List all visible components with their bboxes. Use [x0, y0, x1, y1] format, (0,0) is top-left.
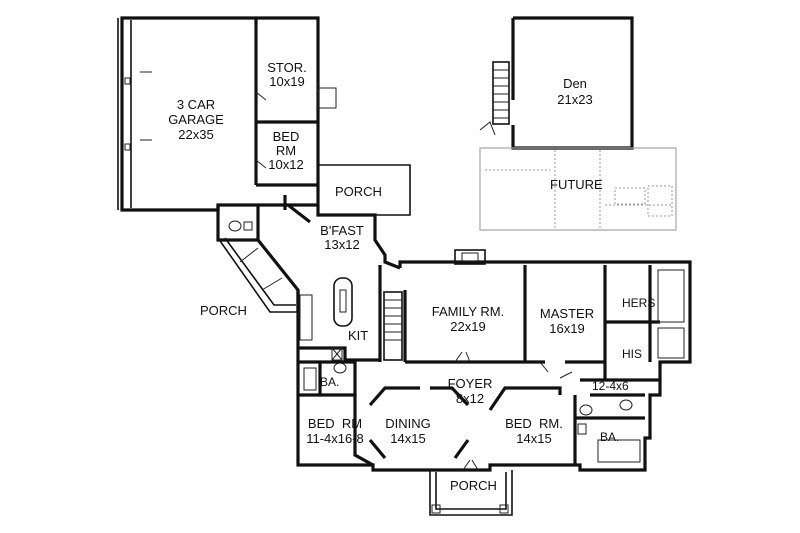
storage-label: STOR. 10x19	[258, 61, 316, 89]
bed-left-label: BED RM 11-4x16-8	[298, 416, 372, 446]
breakfast-name: B'FAST	[320, 223, 364, 238]
main-house-walls	[296, 249, 692, 472]
kitchen-label: KIT	[348, 328, 369, 343]
dining-name: DINING	[385, 416, 431, 431]
porch-front-label: PORCH	[450, 478, 497, 493]
bed-upper-size: 10x12	[268, 157, 304, 172]
family-label: FAMILY RM. 22x19	[420, 304, 516, 334]
master-name: MASTER	[539, 306, 595, 321]
future-label: FUTURE	[550, 177, 603, 192]
utility-walls	[216, 195, 311, 242]
bed-left-size: 11-4x16-8	[306, 431, 364, 446]
storage-size: 10x19	[269, 74, 305, 89]
storage-name: STOR.	[267, 60, 307, 75]
bed-upper-name: BED RM	[272, 129, 300, 158]
den-name: Den	[563, 76, 587, 91]
bath-right-label: BA.	[600, 430, 620, 444]
hers-label: HERS	[622, 296, 656, 310]
garage-label: 3 CAR GARAGE 22x35	[160, 97, 232, 142]
den-size: 21x23	[557, 92, 593, 107]
bed-right-label: BED RM. 14x15	[498, 416, 570, 446]
porch-top-label: PORCH	[335, 184, 382, 199]
his-label: HIS	[622, 347, 643, 361]
den-label: Den 21x23	[545, 76, 605, 108]
future-area-outline	[479, 147, 677, 231]
bed-right-name: BED RM.	[505, 416, 563, 431]
master-label: MASTER 16x19	[535, 306, 599, 336]
closet-right-label: 12-4x6	[592, 379, 629, 393]
porch-top-outline	[316, 164, 411, 270]
bed-right-size: 14x15	[516, 431, 552, 446]
foyer-label: FOYER 8x12	[442, 376, 498, 406]
garage-size: 22x35	[178, 127, 214, 142]
garage-name: 3 CAR GARAGE	[168, 97, 224, 127]
foyer-size: 8x12	[455, 391, 485, 406]
porch-left-label: PORCH	[200, 303, 247, 318]
breakfast-label: B'FAST 13x12	[312, 224, 372, 252]
bed-left-name: BED RM	[307, 416, 363, 431]
breakfast-size: 13x12	[324, 237, 360, 252]
porch-front-outline	[429, 470, 513, 516]
family-name: FAMILY RM.	[431, 304, 505, 319]
family-size: 22x19	[450, 319, 486, 334]
master-size: 16x19	[549, 321, 585, 336]
foyer-name: FOYER	[447, 376, 493, 391]
dining-label: DINING 14x15	[380, 416, 436, 446]
bath-left-label: BA.	[320, 375, 340, 389]
bed-upper-label: BED RM 10x12	[258, 130, 314, 172]
dining-size: 14x15	[390, 431, 426, 446]
